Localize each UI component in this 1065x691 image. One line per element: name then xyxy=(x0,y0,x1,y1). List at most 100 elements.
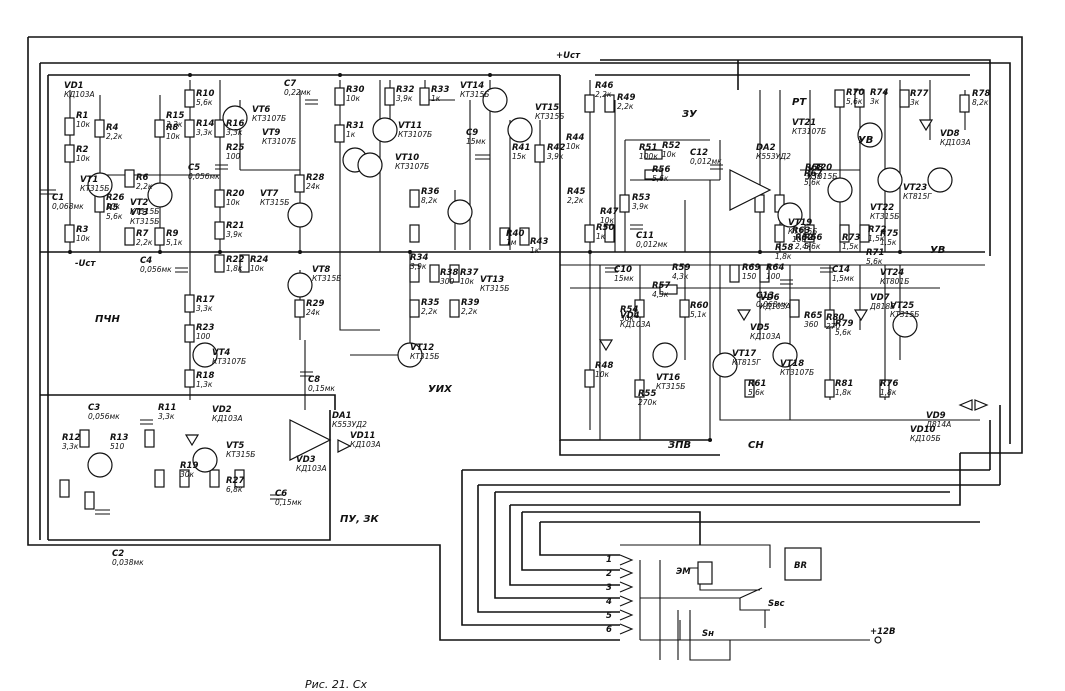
resistor-value-r4: 2,2к xyxy=(106,132,123,141)
resistor-ref-r27: R27 xyxy=(226,476,244,486)
resistor-value-r52: 10к xyxy=(662,150,677,159)
resistor-value-r15: 2,2к xyxy=(166,120,183,129)
resistor-value-r38: 300 xyxy=(440,277,455,286)
opamp-ref-da2: DA2 xyxy=(756,143,776,153)
resistor-value-r76: 1,8к xyxy=(880,388,897,397)
resistor-value-r79: 5,6к xyxy=(835,328,852,337)
transistor-ref-vt18: VT18 xyxy=(780,359,804,369)
capacitor-ref-c14: C14 xyxy=(832,265,850,275)
resistor-ref-r74: R74 xyxy=(870,88,888,98)
capacitor-ref-c1: C1 xyxy=(52,193,64,203)
transistor-symbols xyxy=(87,87,953,478)
resistor-ref-r58: R58 xyxy=(775,243,793,253)
resistor-value-r25: 100 xyxy=(226,152,241,161)
resistor-value-r35: 2,2к xyxy=(421,307,438,316)
resistor-ref-r40: R40 xyxy=(506,229,524,239)
resistor-value-r23: 100 xyxy=(196,332,211,341)
resistor-ref-r65: R65 xyxy=(804,311,822,321)
resistor-value-r70: 5,6к xyxy=(846,97,863,106)
resistor-value-r36: 8,2к xyxy=(421,196,438,205)
block-label-sn: СН xyxy=(748,440,764,451)
resistor-ref-r67: R67 xyxy=(804,169,822,179)
resistor-value-r17: 3,3к xyxy=(196,304,213,313)
resistor-value-r24: 10к xyxy=(250,264,265,273)
diode-ref-vd7: VD7 xyxy=(870,293,890,303)
diode-ref-vd4: VD4 xyxy=(620,311,640,321)
transistor-value-vt1: КТ315Б xyxy=(80,184,109,193)
resistor-ref-r7: R7 xyxy=(136,229,149,239)
resistor-value-r42: 3,9к xyxy=(547,152,564,161)
capacitor-ref-c6: C6 xyxy=(275,489,287,499)
resistor-ref-r68: R68 xyxy=(805,163,823,173)
diode-value-vd6: КД103А xyxy=(760,302,791,311)
diode-value-vd7: Д818В xyxy=(869,302,895,311)
resistor-ref-r77: R77 xyxy=(910,89,928,99)
capacitor-value-c10: 15мк xyxy=(614,274,634,283)
br-label: BR xyxy=(794,561,807,571)
block-label-zu: ЗУ xyxy=(682,109,698,120)
resistor-ref-r54: R54 xyxy=(620,305,638,315)
capacitor-ref-c3: C3 xyxy=(88,403,100,413)
resistor-value-r21: 3,9к xyxy=(226,230,243,239)
resistor-ref-r15: R15 xyxy=(166,111,184,121)
sbc-label: Sвс xyxy=(768,599,785,609)
resistor-value-r11: 3,3к xyxy=(158,412,175,421)
resistor-ref-r12: R12 xyxy=(62,433,80,443)
resistor-value-r6: 2,2к xyxy=(136,182,153,191)
resistor-value-r37: 10к xyxy=(460,277,475,286)
diode-ref-vd1: VD1 xyxy=(64,81,84,91)
resistor-ref-r33: R33 xyxy=(431,85,449,95)
resistor-value-r26: 10к xyxy=(106,202,121,211)
resistor-ref-r3: R3 xyxy=(76,225,89,235)
diode-ref-vd10: VD10 xyxy=(910,425,936,435)
resistor-value-r61: 5,6к xyxy=(748,388,765,397)
transistor-value-vt21: КТ3107Б xyxy=(792,127,826,136)
capacitor-value-c1: 0,068мк xyxy=(52,202,84,211)
resistor-value-r62: 2,4к xyxy=(795,242,812,251)
resistor-ref-r29: R29 xyxy=(306,299,324,309)
resistor-value-r80: 270 xyxy=(826,322,841,331)
resistor-ref-r24: R24 xyxy=(250,255,268,265)
diode-ref-vd8: VD8 xyxy=(940,129,960,139)
diode-ref-vd11: VD11 xyxy=(350,431,375,441)
resistor-ref-r55: R55 xyxy=(638,389,656,399)
transistor-ref-vt13: VT13 xyxy=(480,275,504,285)
resistor-value-r54: 30к xyxy=(620,314,635,323)
resistor-ref-r37: R37 xyxy=(460,268,478,278)
resistor-value-r58: 1,8к xyxy=(775,252,792,261)
resistor-value-r22: 1,8к xyxy=(226,264,243,273)
capacitor-ref-c8: C8 xyxy=(308,375,320,385)
resistor-value-r64: 100 xyxy=(766,272,781,281)
supply-12v-label: +12В xyxy=(870,627,895,637)
resistor-value-r33: 1к xyxy=(431,94,441,103)
resistor-value-r51: 100к xyxy=(639,152,658,161)
opamp-value-da2: К553УД2 xyxy=(756,152,791,161)
resistor-ref-r2: R2 xyxy=(76,145,89,155)
resistor-ref-r25: R25 xyxy=(226,143,244,153)
transistor-ref-vt8: VT8 xyxy=(312,265,330,275)
resistor-value-r31: 1к xyxy=(346,130,356,139)
transistor-value-vt6: КТ3107Б xyxy=(252,114,286,123)
capacitor-ref-c9: C9 xyxy=(466,128,478,138)
resistor-value-r72: 1,5к xyxy=(868,234,885,243)
resistor-value-r74: 3к xyxy=(870,97,880,106)
resistor-value-r49: 2,2к xyxy=(617,102,634,111)
resistor-ref-r21: R21 xyxy=(226,221,244,231)
diode-value-vd4: КД103А xyxy=(620,320,651,329)
capacitor-value-c9: 15мк xyxy=(466,137,486,146)
opamp-ref-da1: DA1 xyxy=(332,411,352,421)
resistor-value-r53: 3,9к xyxy=(632,202,649,211)
resistor-ref-r17: R17 xyxy=(196,295,214,305)
diode-value-vd2: КД103А xyxy=(212,414,243,423)
transistor-ref-vt6: VT6 xyxy=(252,105,270,115)
transistor-value-vt8: КТ315Б xyxy=(312,274,341,283)
resistor-ref-r43: R43 xyxy=(530,237,548,247)
transistor-ref-vt23: VT23 xyxy=(903,183,927,193)
capacitor-ref-c2: C2 xyxy=(112,549,124,559)
resistor-ref-r38: R38 xyxy=(440,268,458,278)
resistor-ref-r6: R6 xyxy=(136,173,149,183)
resistor-value-r46: 2,2к xyxy=(595,90,612,99)
resistor-ref-r32: R32 xyxy=(396,85,414,95)
transistor-ref-vt17: VT17 xyxy=(732,349,756,359)
